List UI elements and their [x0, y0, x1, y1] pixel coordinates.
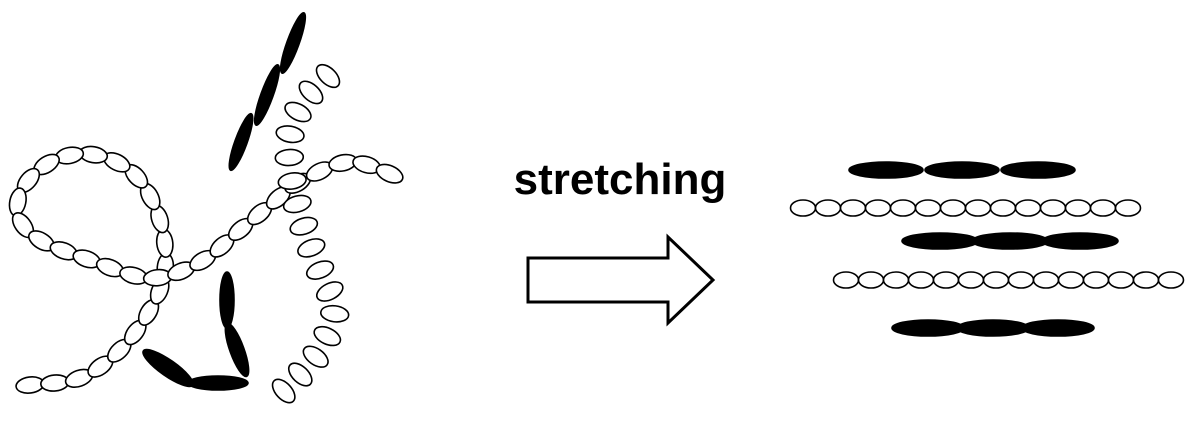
rigid-segment: [956, 319, 1030, 337]
flexible-segment: [1014, 199, 1042, 217]
aligned-flexible-chain-1: [789, 199, 1142, 217]
flexible-segment: [313, 325, 342, 347]
flexible-segment: [789, 199, 817, 217]
rigid-segment: [224, 322, 250, 378]
rigid-segment: [279, 12, 307, 74]
rigid-segment: [187, 375, 249, 391]
rigid-segment: [1021, 319, 1095, 337]
after-stretching-group: [789, 161, 1185, 337]
rigid-segment: [1041, 232, 1119, 250]
flexible-chain-1: [8, 145, 404, 394]
flexible-segment: [907, 271, 935, 289]
flexible-segment: [375, 163, 404, 184]
flexible-segment: [1107, 271, 1135, 289]
flexible-segment: [1132, 271, 1160, 289]
flexible-segment: [1032, 271, 1060, 289]
rigid-segment: [142, 348, 194, 388]
flexible-segment: [284, 101, 312, 123]
flexible-segment: [1057, 271, 1085, 289]
flexible-segment: [964, 199, 992, 217]
flexible-segment: [277, 171, 307, 191]
flexible-segment: [839, 199, 867, 217]
flexible-segment: [319, 304, 350, 323]
flexible-segment: [297, 238, 326, 258]
flexible-segment: [315, 281, 344, 302]
flexible-segment: [957, 271, 985, 289]
rigid-chain-1: [228, 12, 307, 172]
stretching-label: stretching: [513, 155, 727, 204]
flexible-segment: [274, 148, 305, 167]
flexible-segment: [275, 125, 305, 144]
rigid-chain-2: [142, 271, 250, 391]
flexible-segment: [889, 199, 917, 217]
flexible-segment: [1157, 271, 1185, 289]
flexible-segment: [939, 199, 967, 217]
aligned-rigid-chain-3: [891, 319, 1095, 337]
flexible-segment: [864, 199, 892, 217]
flexible-segment: [857, 271, 885, 289]
stretch-arrow: [526, 233, 716, 327]
flexible-segment: [1007, 271, 1035, 289]
flexible-segment: [1064, 199, 1092, 217]
flexible-segment: [982, 271, 1010, 289]
rigid-segment: [219, 271, 235, 329]
aligned-flexible-chain-2: [832, 271, 1185, 289]
rigid-segment: [901, 232, 979, 250]
flexible-segment: [914, 199, 942, 217]
flexible-segment: [989, 199, 1017, 217]
rigid-segment: [924, 161, 1000, 179]
flexible-segment: [882, 271, 910, 289]
aligned-rigid-chain-2: [901, 232, 1119, 250]
flexible-segment: [1114, 199, 1142, 217]
flexible-segment: [289, 216, 319, 236]
flexible-segment: [1089, 199, 1117, 217]
rigid-segment: [891, 319, 965, 337]
rigid-segment: [228, 112, 254, 172]
flexible-segment: [1039, 199, 1067, 217]
flexible-segment: [302, 345, 329, 368]
flexible-segment: [832, 271, 860, 289]
flexible-segment: [271, 378, 296, 404]
rigid-segment: [1000, 161, 1076, 179]
flexible-segment: [932, 271, 960, 289]
flexible-segment: [814, 199, 842, 217]
flexible-segment: [305, 260, 335, 280]
aligned-rigid-chain-1: [848, 161, 1076, 179]
flexible-chain-2: [271, 63, 350, 404]
arrow-shape: [526, 233, 716, 327]
flexible-segment: [315, 63, 341, 89]
flexible-segment: [298, 80, 324, 105]
before-stretching-group: [8, 12, 404, 404]
flexible-segment: [287, 362, 313, 387]
rigid-segment: [253, 64, 281, 126]
rigid-segment: [848, 161, 924, 179]
flexible-segment: [1082, 271, 1110, 289]
rigid-segment: [971, 232, 1049, 250]
flexible-segment: [282, 194, 312, 214]
